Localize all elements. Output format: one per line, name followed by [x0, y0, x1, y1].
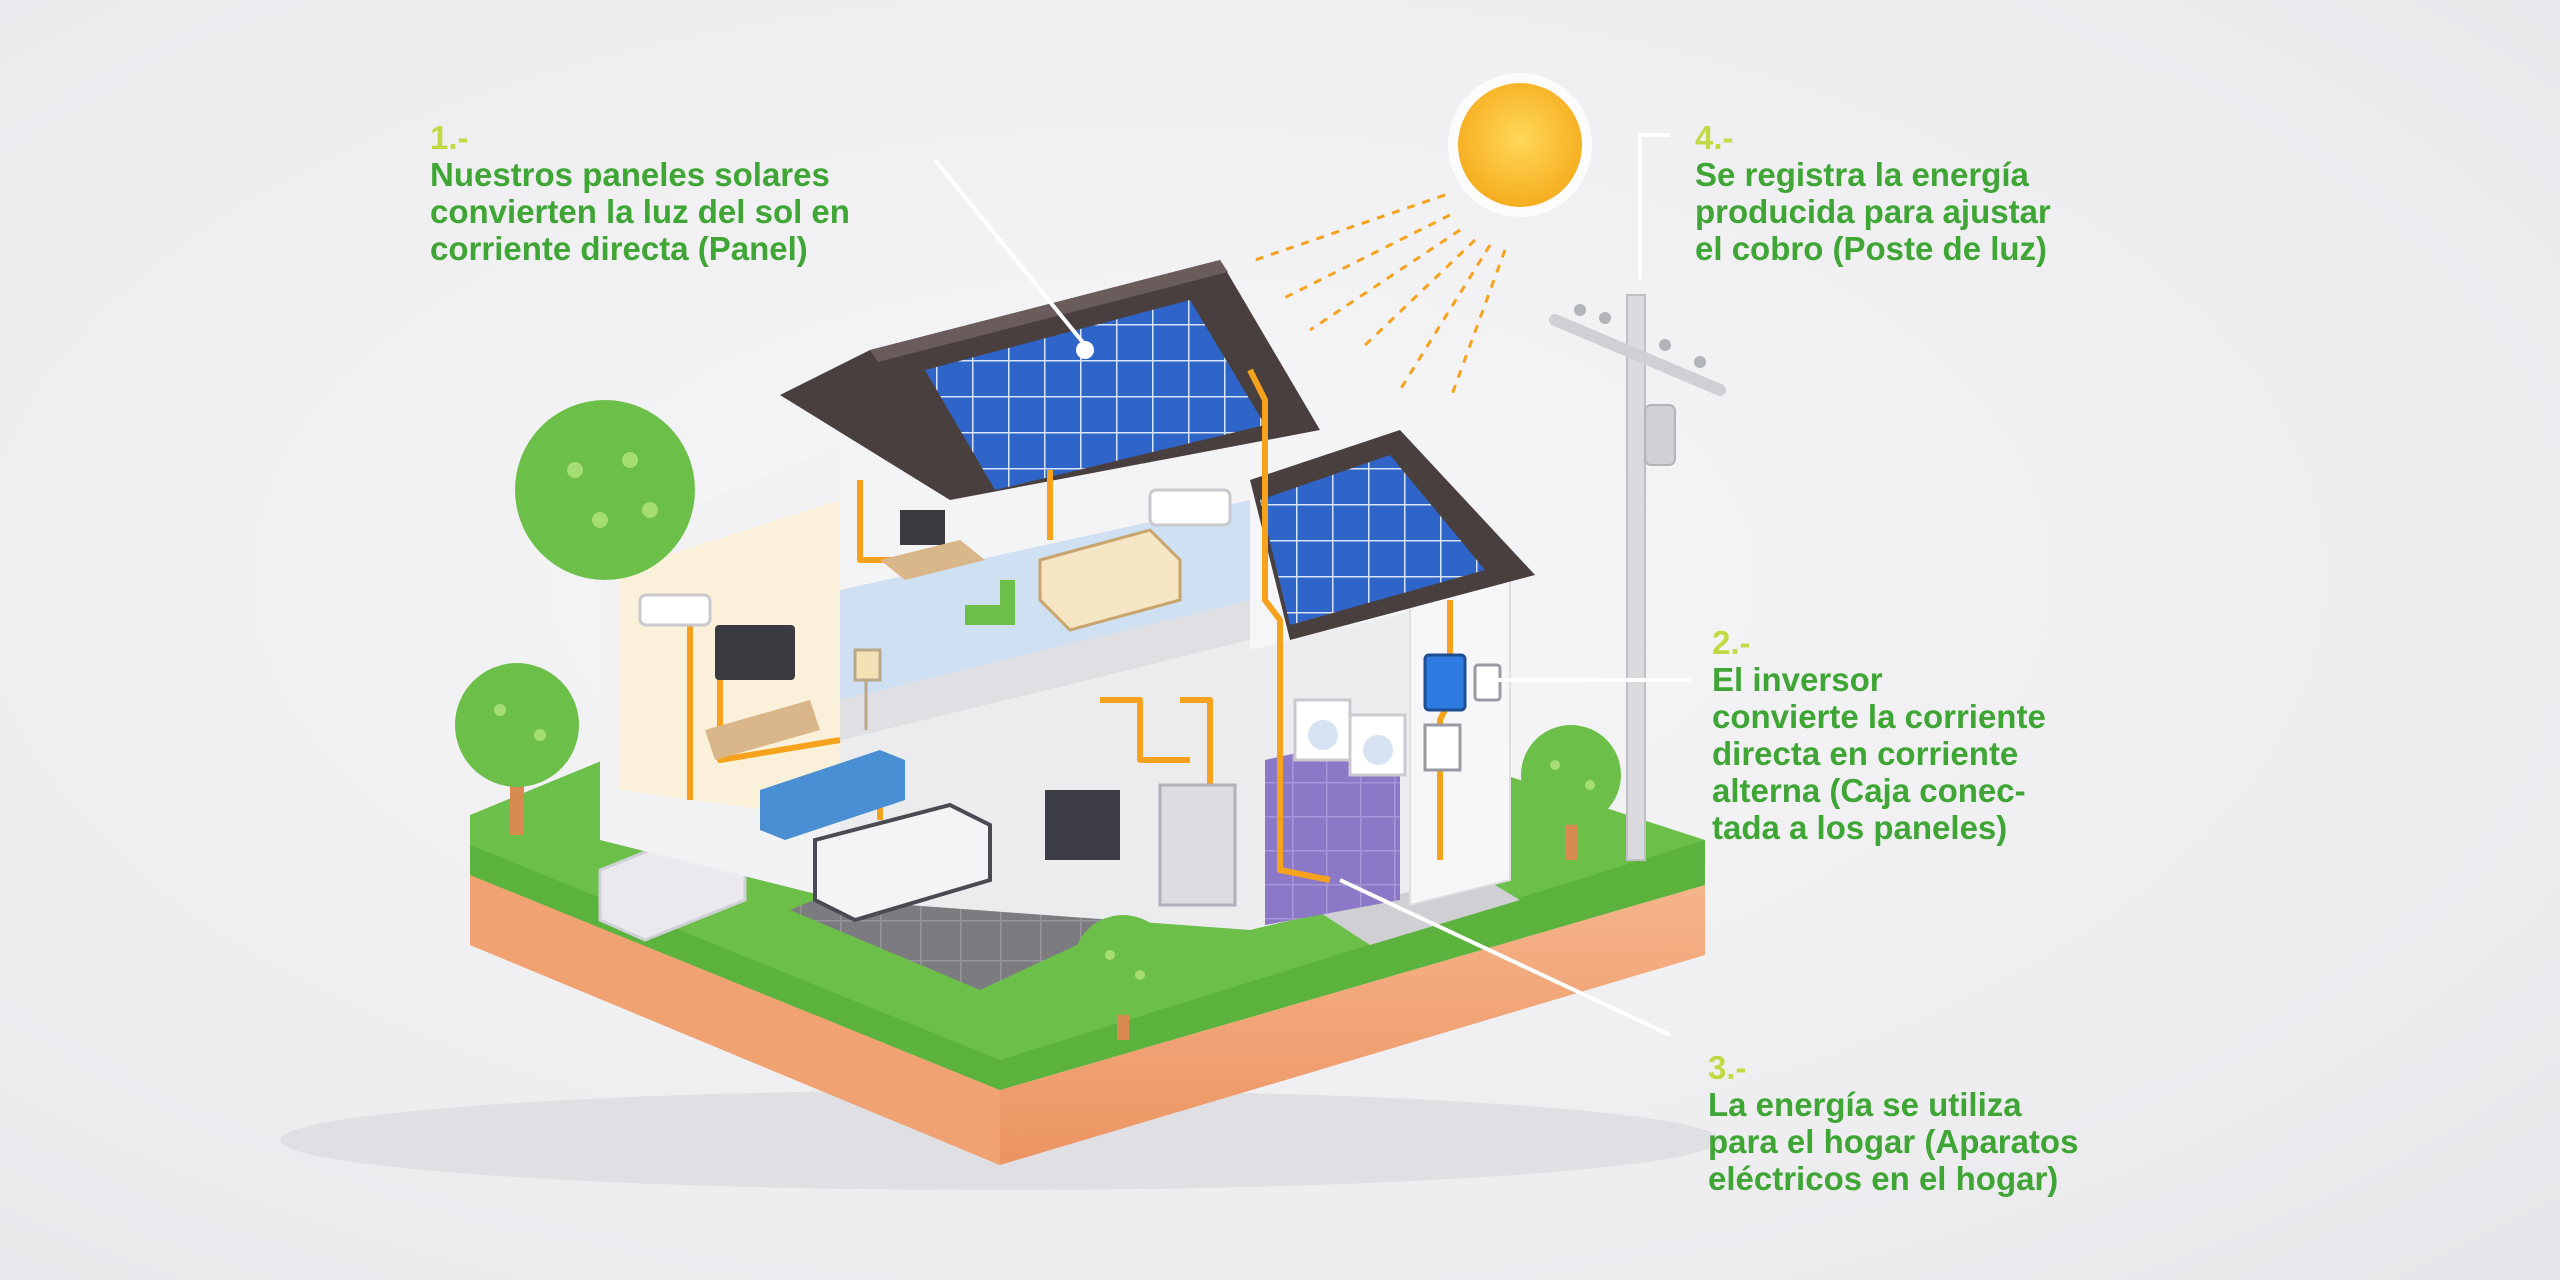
sofa-icon [760, 750, 905, 840]
label-pole-number: 4.- [1695, 119, 1734, 156]
meter-icon [1473, 663, 1502, 702]
label-home: 3.- La energía se utiliza para el hogar … [1708, 1012, 2078, 1197]
tree-icon [515, 400, 695, 580]
label-panel-text: Nuestros paneles solares convierten la l… [430, 156, 850, 267]
label-pole: 4.- Se registra la energía producida par… [1695, 82, 2051, 267]
washer-door [1308, 720, 1338, 750]
label-home-number: 3.- [1708, 1049, 1747, 1086]
air-conditioner [638, 593, 712, 627]
fridge-icon [1158, 783, 1237, 907]
floor-lamp [853, 648, 882, 730]
utility-pole-icon [1549, 294, 1726, 861]
tv-icon [715, 625, 795, 680]
tree-icon [455, 663, 579, 835]
tree-icon [1521, 725, 1621, 860]
monitor-icon [900, 510, 945, 545]
inverter-icon [1423, 653, 1467, 712]
desk [880, 540, 985, 580]
callout-lines [933, 133, 1690, 1037]
sun-icon [1448, 73, 1592, 217]
label-inverter-number: 2.- [1712, 624, 1751, 661]
tree-icon [1073, 915, 1173, 1040]
dryer-door [1363, 735, 1393, 765]
kitchen-counter [813, 802, 992, 923]
label-inverter: 2.- El inversor convierte la corriente d… [1712, 587, 2046, 846]
label-pole-text: Se registra la energía producida para aj… [1695, 156, 2051, 267]
label-home-text: La energía se utiliza para el hogar (Apa… [1708, 1086, 2079, 1197]
side-roof [1250, 430, 1535, 640]
label-panel-number: 1.- [430, 119, 469, 156]
solar-panel-icon [925, 300, 1265, 490]
main-roof [780, 260, 1320, 500]
label-inverter-text: El inversor convierte la corriente direc… [1712, 661, 2046, 846]
stove-icon [1045, 790, 1120, 860]
bed-icon [1038, 528, 1182, 632]
label-panel: 1.- Nuestros paneles solares convierten … [430, 82, 850, 267]
air-conditioner-upper [1148, 488, 1232, 527]
solar-panel-icon [1260, 455, 1485, 625]
tv-stand [705, 700, 820, 760]
breaker-box [1423, 723, 1462, 772]
chair-icon [965, 580, 1015, 625]
sun-rays [1254, 193, 1507, 401]
